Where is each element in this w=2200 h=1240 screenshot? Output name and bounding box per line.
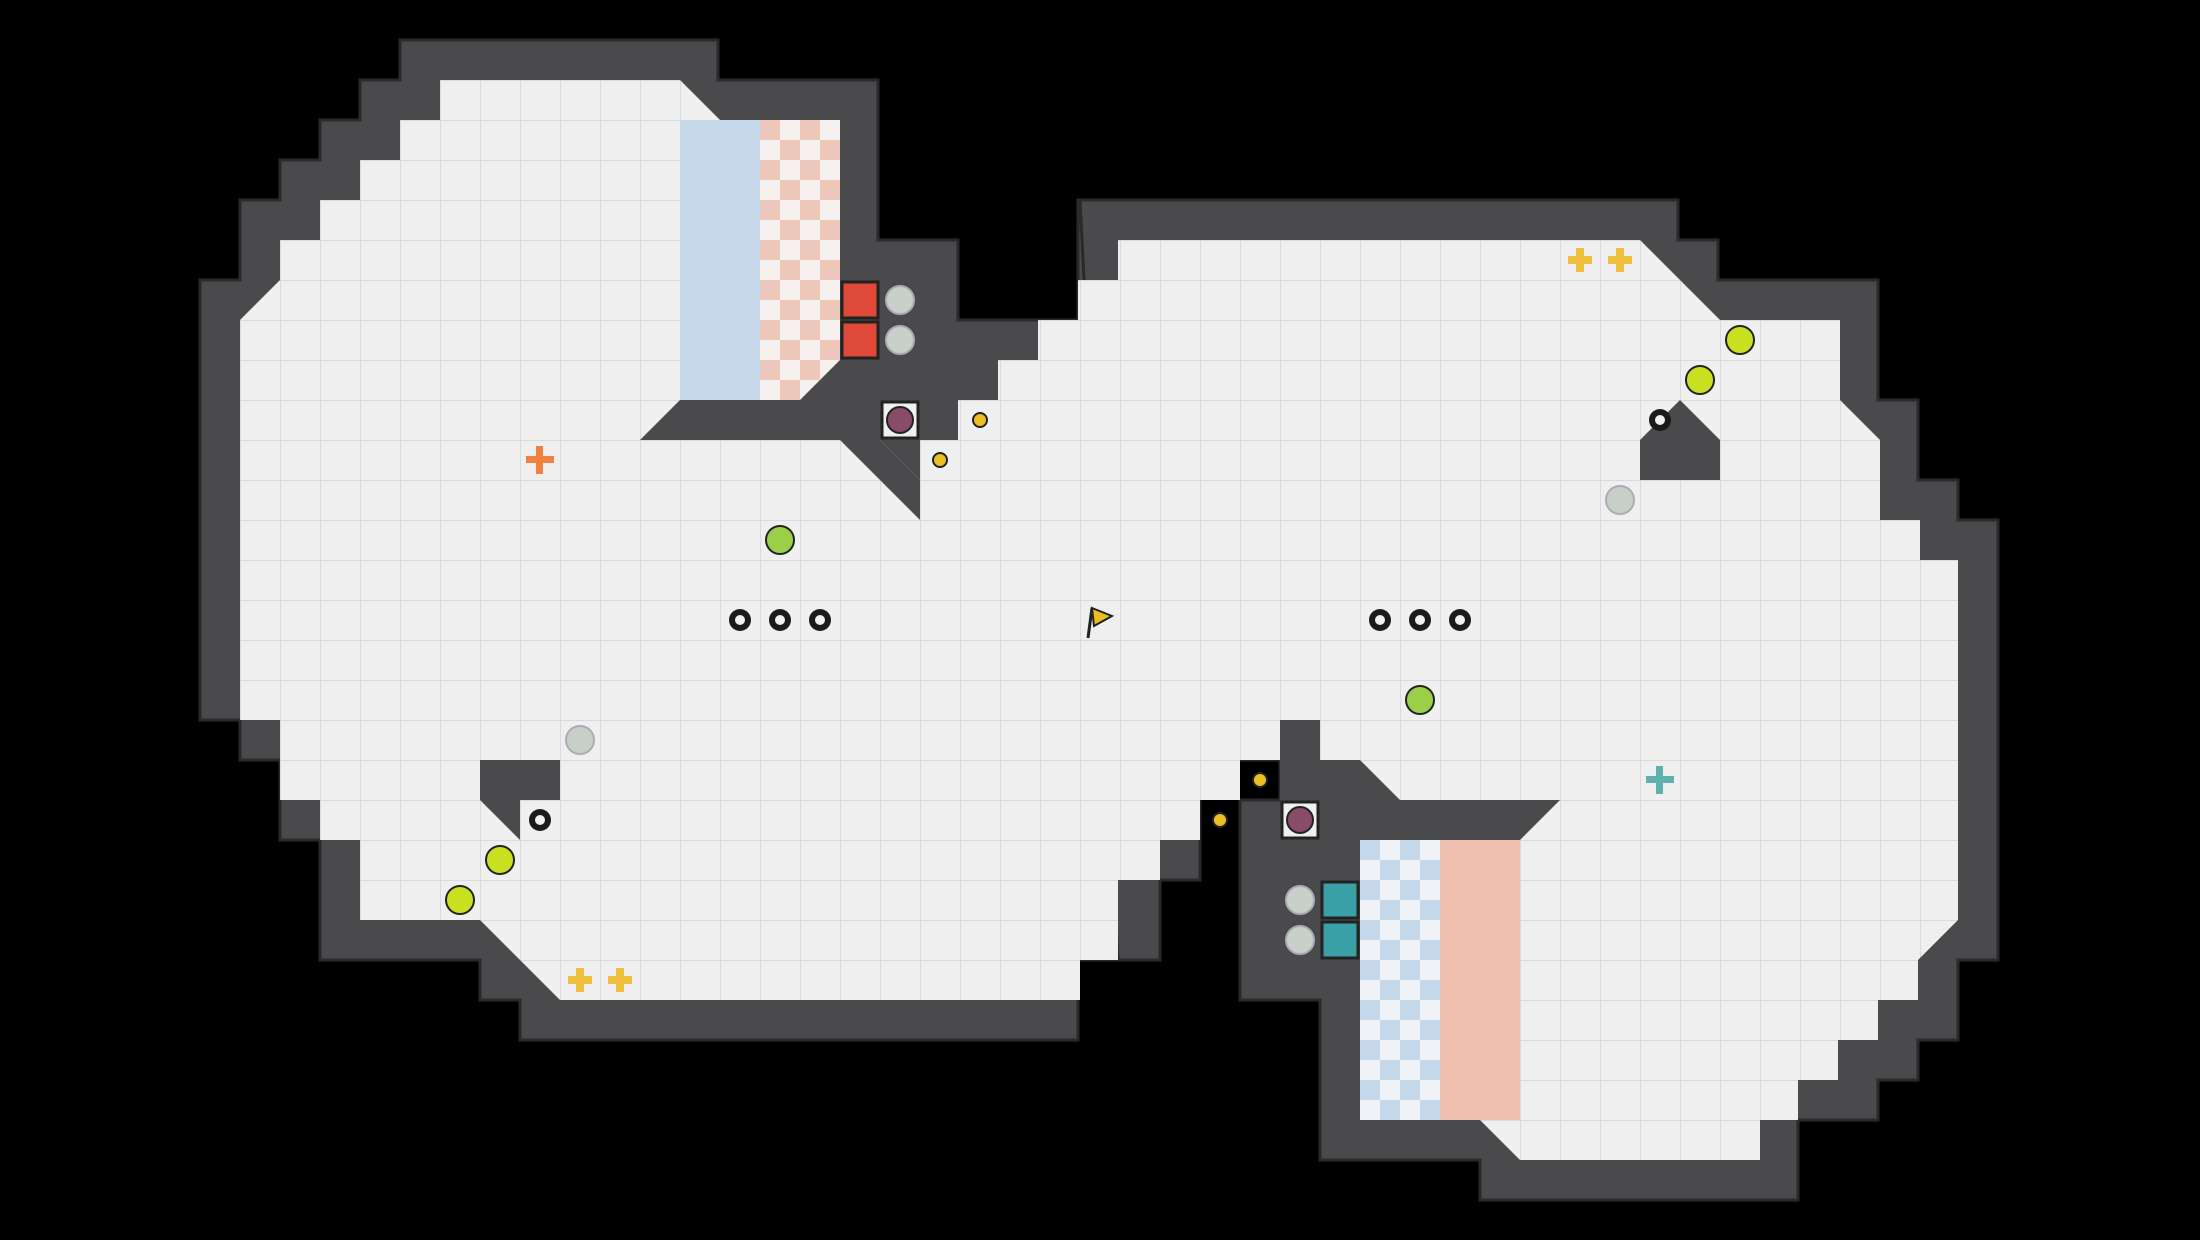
pad-icon — [1605, 485, 1635, 515]
pad-icon — [565, 725, 595, 755]
powerup-icon — [886, 406, 914, 434]
spike-icon — [529, 809, 551, 831]
neutral-flag-icon — [1086, 606, 1115, 639]
wall-small-left — [480, 760, 560, 840]
spike-icon — [769, 609, 791, 631]
red-endzone-check — [760, 120, 840, 400]
floor-right-room — [1118, 240, 1958, 1160]
boost-icon — [485, 845, 515, 875]
powerup-icon — [1286, 806, 1314, 834]
spike-icon — [1649, 409, 1671, 431]
portal-icon — [765, 525, 795, 555]
pad-icon — [885, 285, 915, 315]
spike-icon — [1369, 609, 1391, 631]
portal-icon — [1405, 685, 1435, 715]
boost-icon — [1685, 365, 1715, 395]
button-icon — [1252, 772, 1268, 788]
spike-icon — [1449, 609, 1471, 631]
blue-endzone-check — [1360, 840, 1440, 1120]
blue-gate-1 — [1320, 880, 1360, 920]
blue-endzone-solid — [1440, 840, 1520, 1120]
blue-gate-2 — [1320, 920, 1360, 960]
boost-icon — [445, 885, 475, 915]
button-icon — [932, 452, 948, 468]
pad-icon — [1285, 925, 1315, 955]
red-endzone-solid — [680, 120, 760, 400]
gravity-cross-icon — [1646, 766, 1674, 794]
button-icon — [1212, 812, 1228, 828]
boost-icon — [1725, 325, 1755, 355]
spike-icon — [729, 609, 751, 631]
pad-icon — [1285, 885, 1315, 915]
red-gate-2 — [840, 320, 880, 360]
gravity-cross-icon — [568, 248, 1632, 992]
pad-icon — [885, 325, 915, 355]
button-icon — [972, 412, 988, 428]
gravity-cross-icon — [526, 446, 554, 474]
spike-icon — [809, 609, 831, 631]
red-gate-1 — [840, 280, 880, 320]
spike-icon — [1409, 609, 1431, 631]
floor-left-room — [240, 80, 1158, 1000]
